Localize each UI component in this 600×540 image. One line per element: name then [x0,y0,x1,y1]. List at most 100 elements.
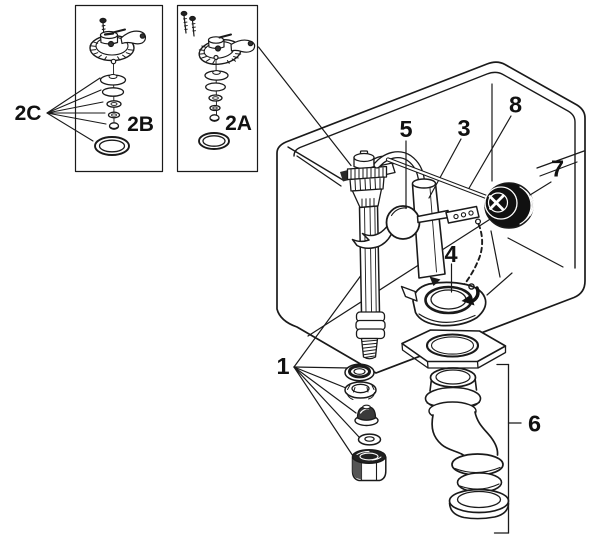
callout-2a-label: 2A [225,112,252,135]
discharge-tube [424,367,510,520]
inset-2b-frame [74,4,164,173]
stack-disc-2 [205,82,226,92]
float-ball-side-ridges [519,186,534,225]
cap-arm [120,30,147,45]
valve-collar-ribs-2 [354,178,381,191]
callout-8-leader [467,115,512,191]
cap-lever [112,28,126,34]
tank-rim-front-left-outer [287,146,344,181]
inset-2a-screws [180,10,197,37]
cap-skirt-teeth [89,41,135,61]
callout-1-label: 1 [276,353,289,379]
valve-shank-tube [358,205,381,314]
chain-hook-arrow-head [461,294,475,306]
inset-2a-stack [198,54,230,150]
callout-3-label: 3 [457,115,470,141]
leader-lines [257,46,512,457]
callout-1-leader-fan [293,273,363,457]
flat-washer [357,433,382,446]
overflow-tube-shade-line [429,187,437,273]
overflow-tube-mouth [411,178,437,189]
float-ball-ring-outer [484,186,518,220]
discharge-bead-1 [451,453,504,476]
shank-friction-washer [344,381,377,400]
float-ball-ring-inner [487,192,509,213]
cap-arm-tip [139,33,146,39]
discharge-flange-side [448,502,510,520]
shank-mounting-parts [344,363,387,482]
inset-2a-leader-line [257,46,352,167]
valve-shank-coupling [355,311,386,340]
callout-7-label: 7 [551,156,564,182]
chain-top-loop [474,218,482,225]
tank-inner-rim [293,71,576,269]
stack-disc-2 [101,87,125,97]
stack-washer-2 [107,111,121,119]
float-rod-core [386,158,491,200]
coupling-nut [351,449,387,482]
valve-cap-top [353,152,375,163]
chain-links [461,223,484,289]
discharge-top-rim-inner [435,369,471,385]
cap-skirt-teeth [198,45,242,64]
valve-collar-ribs-1 [350,167,384,180]
flapper-skirt-line [418,313,476,323]
tank-interior-corner-edge-lower [490,230,501,278]
overflow-tube [411,178,446,279]
stack-oring-inner [98,139,126,153]
tank-interior-bottom-back-edge [307,206,510,337]
chain-hook-eye [468,283,475,290]
tank-rim-front-right-outer [536,150,585,169]
tank-outer-silhouette [276,61,586,374]
float-arm-ball-highlight [390,207,408,217]
discharge-pipe-fill [432,412,498,462]
valve-bell-ribs [361,197,375,208]
flapper-left-tab [400,285,418,302]
callout-2b-label: 2B [127,113,154,136]
cap-arm-tip [247,40,254,47]
valve-shank-inner-lines [364,205,377,313]
inset-box-2b [74,4,164,173]
inset-box-2a [176,4,259,173]
inset-2a-valve-cap [198,33,256,65]
callout-labels: 2C 2B 2A 1 3 4 5 6 7 8 [15,92,564,437]
callout-7-leader [529,181,552,196]
callout-5-label: 5 [399,116,412,142]
toilet-tank-outline [276,61,586,374]
tank-rim-front-left-inner [296,155,342,187]
flapper [400,276,487,327]
locknut-bore-outer [425,333,480,358]
stack-oring-inner [202,135,226,147]
float-arm-assembly [351,205,480,249]
stack-washer-2 [209,104,221,112]
cap-center-screw [107,40,115,48]
cap-lever [218,33,232,39]
callout-6-bracket [493,363,522,534]
callout-2c-leader-fan [46,77,107,142]
float-rod [385,157,492,201]
stack-washer-1 [106,100,122,108]
callout-2c-label: 2C [15,102,42,125]
callout-4-label: 4 [444,241,457,267]
inset-2b-valve-cap [89,28,147,62]
callout-3-leader [428,138,462,199]
valve-bell [351,188,383,209]
valve-thread-hatching [361,339,378,358]
fill-valve-assembly [340,150,396,360]
trip-plate [445,205,480,224]
float-arm-hook [351,221,394,249]
tank-interior-line [486,272,513,296]
cap-screw-slot [103,32,115,36]
tank-rim-front-right-inner [539,161,578,177]
shank-sealing-washer [344,363,375,382]
inset-2b-stack [94,58,130,156]
tank-interior-bottom-right-edge [507,237,564,268]
float-arm-ball [385,205,421,240]
flapper-mount-notch [429,276,441,286]
discharge-pipe-left-edge [431,414,469,460]
trip-plate-hole-1 [453,213,459,220]
inset-2a-frame [176,4,259,173]
cone-washer [354,404,379,427]
